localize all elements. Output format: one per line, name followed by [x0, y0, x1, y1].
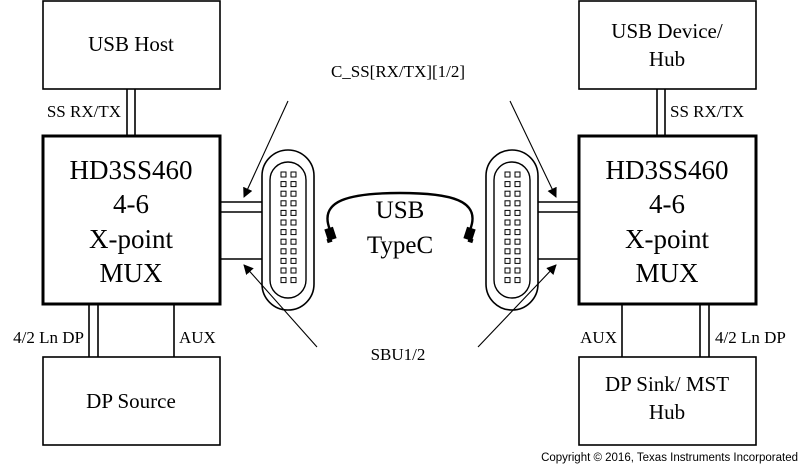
connector-pin — [514, 248, 521, 255]
connector-pin — [290, 248, 297, 255]
connector-pin — [514, 277, 521, 284]
connector-pin — [290, 200, 297, 207]
connector-pin — [504, 219, 511, 226]
right-mux-line-3: X-point — [625, 224, 709, 254]
connector-pin — [514, 200, 521, 207]
connector-pin — [504, 190, 511, 197]
connector-pin — [514, 219, 521, 226]
right-aux-label: AUX — [580, 328, 617, 347]
connector-pin — [504, 267, 511, 274]
connector-pin — [514, 238, 521, 245]
connector-pin — [504, 277, 511, 284]
connector-pin — [504, 200, 511, 207]
right-mux-line-4: MUX — [635, 258, 699, 288]
connector-pin — [280, 219, 287, 226]
usb-host-label: USB Host — [88, 32, 174, 56]
connector-pin — [290, 181, 297, 188]
dp-source-label: DP Source — [86, 389, 176, 413]
connector-pin — [280, 200, 287, 207]
connector-pin — [280, 257, 287, 264]
left-mux-box — [41, 134, 222, 306]
connector-pin — [280, 181, 287, 188]
dp-sink-box — [578, 356, 757, 446]
connector-pin — [280, 190, 287, 197]
usb-typec-cable-icon — [324, 191, 476, 244]
dp-source-box — [42, 356, 221, 446]
connector-pin — [280, 277, 287, 284]
usb-device-box — [578, 0, 757, 90]
connector-pin — [290, 277, 297, 284]
connector-pin — [280, 267, 287, 274]
connector-pin — [280, 238, 287, 245]
usb-device-line-2: Hub — [649, 47, 685, 71]
left-dp-label: 4/2 Ln DP — [13, 328, 84, 347]
connector-pin — [514, 267, 521, 274]
connector-pin — [290, 190, 297, 197]
right-dp-label: 4/2 Ln DP — [715, 328, 786, 347]
connector-pin — [504, 209, 511, 216]
c-ss-label: C_SS[RX/TX][1/2] — [331, 62, 465, 81]
left-mux-line-3: X-point — [89, 224, 173, 254]
right-mux-line-2: 4-6 — [649, 189, 685, 219]
connector-pin — [514, 257, 521, 264]
connector-pin — [504, 181, 511, 188]
c-ss-arrow-right — [509, 100, 557, 198]
connector-pin — [290, 171, 297, 178]
connector-pin — [514, 181, 521, 188]
connector-pin — [504, 238, 511, 245]
dp-sink-line-2: Hub — [649, 400, 685, 424]
connector-pin — [280, 171, 287, 178]
connector-pin — [514, 229, 521, 236]
left-mux-line-1: HD3SS460 — [69, 155, 192, 185]
usb-host-box — [42, 0, 221, 90]
connector-pin — [290, 238, 297, 245]
dp-sink-line-1: DP Sink/ MST — [605, 372, 729, 396]
sbu-arrow-left — [243, 264, 318, 348]
connector-pin — [280, 209, 287, 216]
connector-pin — [280, 248, 287, 255]
left-mux-line-4: MUX — [99, 258, 163, 288]
sbu-label: SBU1/2 — [371, 345, 426, 364]
right-mux-box — [577, 134, 758, 306]
connector-pin — [514, 190, 521, 197]
cable-label-line-2: TypeC — [367, 232, 433, 259]
connector-pin — [514, 171, 521, 178]
left-typec-connector-icon — [261, 149, 315, 311]
left-aux-label: AUX — [179, 328, 216, 347]
connector-pin — [290, 257, 297, 264]
cable-label-line-1: USB — [376, 197, 425, 224]
connector-pin — [290, 219, 297, 226]
connector-pin — [280, 229, 287, 236]
connector-pin — [290, 209, 297, 216]
right-mux-line-1: HD3SS460 — [605, 155, 728, 185]
connector-pin — [504, 257, 511, 264]
connector-pin — [504, 229, 511, 236]
sbu-arrow-right — [477, 264, 557, 348]
connector-pin — [504, 248, 511, 255]
right-ss-label: SS RX/TX — [670, 102, 744, 121]
connector-pin — [290, 267, 297, 274]
c-ss-arrow-left — [243, 100, 289, 198]
connector-pin — [514, 209, 521, 216]
usb-device-line-1: USB Device/ — [611, 19, 723, 43]
left-mux-line-2: 4-6 — [113, 189, 149, 219]
copyright-text: Copyright © 2016, Texas Instruments Inco… — [541, 452, 798, 464]
connector-pin — [290, 229, 297, 236]
connector-pin — [504, 171, 511, 178]
right-typec-connector-icon — [485, 149, 539, 311]
left-ss-label: SS RX/TX — [47, 102, 121, 121]
